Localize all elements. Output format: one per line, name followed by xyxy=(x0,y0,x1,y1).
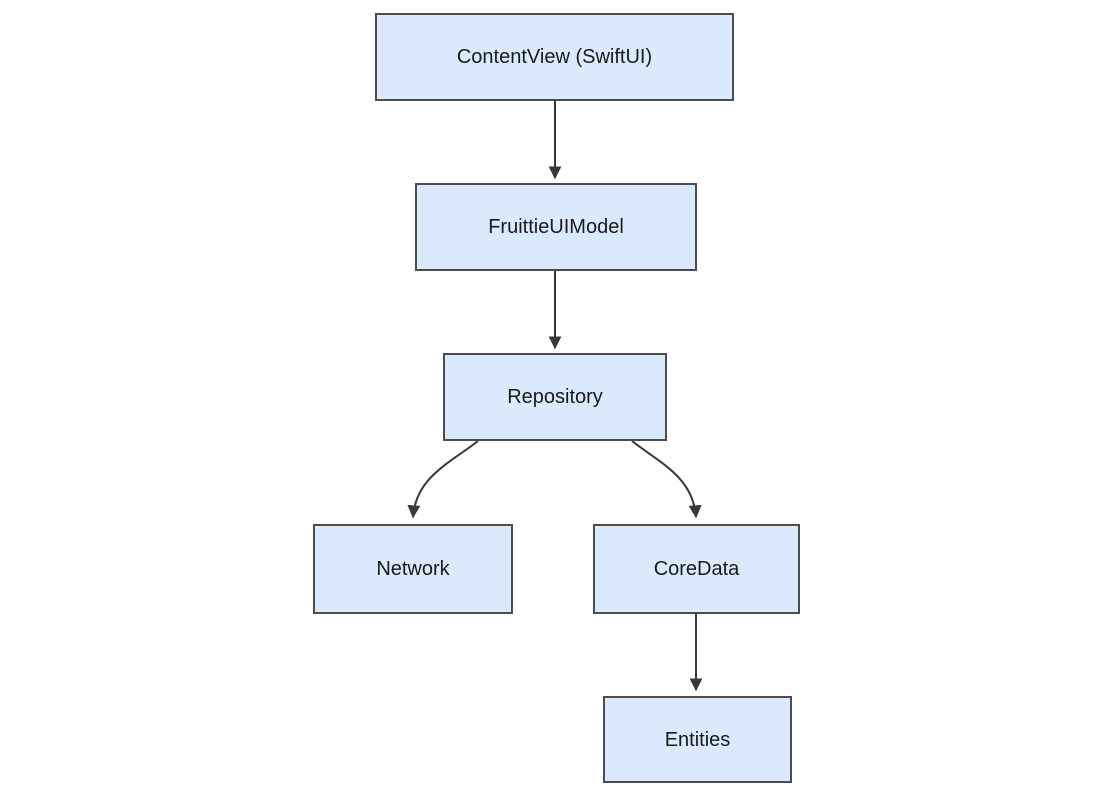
edge-repository-to-network xyxy=(407,440,479,519)
node-coredata: CoreData xyxy=(593,524,800,614)
node-repository: Repository xyxy=(443,353,667,441)
node-fruittieuimodel: FruittieUIModel xyxy=(415,183,697,271)
node-network: Network xyxy=(313,524,513,614)
node-coredata-label: CoreData xyxy=(653,558,740,580)
node-fruittieuimodel-label: FruittieUIModel xyxy=(488,216,624,238)
edge-repository-to-coredata xyxy=(631,440,702,519)
node-repository-label: Repository xyxy=(507,386,603,408)
node-entities-label: Entities xyxy=(664,728,731,751)
node-network-label: Network xyxy=(376,558,450,580)
node-contentview: ContentView (SwiftUI) xyxy=(375,13,734,101)
node-entities: Entities xyxy=(603,696,792,783)
node-contentview-label: ContentView (SwiftUI) xyxy=(456,46,653,68)
